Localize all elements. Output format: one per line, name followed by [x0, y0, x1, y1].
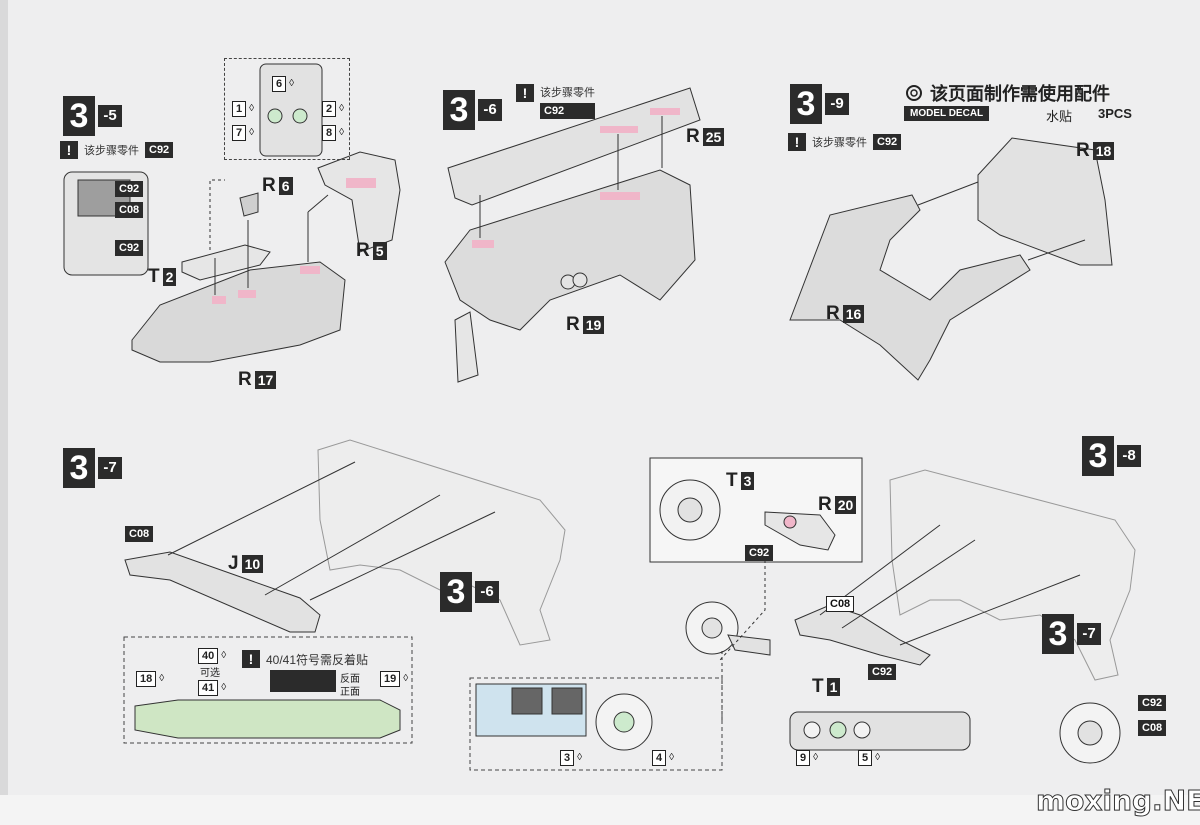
- water-drop-icon: ◊: [875, 752, 881, 763]
- model-decal-badge: MODEL DECAL: [904, 106, 990, 121]
- step-3-7: 3 -7: [63, 448, 122, 488]
- decal-40: 40◊: [198, 648, 226, 664]
- page-binding-edge: [0, 0, 8, 825]
- gear-icon: [906, 85, 922, 101]
- step-3-9: 3 -9: [790, 84, 849, 124]
- decal-7: 7◊: [232, 125, 254, 141]
- note-step-parts-3-9: ! 该步骤零件 C92: [788, 133, 902, 151]
- water-drop-icon: ◊: [221, 682, 227, 693]
- decal-4: 4◊: [652, 750, 674, 766]
- label-optional: 可选: [200, 668, 220, 679]
- code-c08-j10: C08: [125, 526, 154, 542]
- water-drop-icon: ◊: [339, 103, 345, 114]
- decal-19: 19◊: [380, 671, 408, 687]
- watermark: moxing.NET: [1035, 784, 1200, 818]
- code-c08-wheel: C08: [1138, 720, 1167, 736]
- step-ref-3-6: 3 -6: [440, 572, 499, 612]
- decal-1: 1◊: [232, 101, 254, 117]
- decal-6: 6◊: [272, 76, 294, 92]
- step-ref-3-7: 3 -7: [1042, 614, 1101, 654]
- water-drop-icon: ◊: [339, 127, 345, 138]
- decal-9: 9◊: [796, 750, 818, 766]
- water-drop-icon: ◊: [249, 127, 255, 138]
- code-c92-t1: C92: [868, 664, 897, 680]
- label-front: 正面: [340, 687, 360, 698]
- decal-8: 8◊: [322, 125, 344, 141]
- water-drop-icon: ◊: [577, 752, 583, 763]
- water-drop-icon: ◊: [289, 78, 295, 89]
- note-decal-reverse: ! 40/41符号需反着贴: [242, 650, 368, 668]
- code-c08-a: C08: [115, 202, 144, 218]
- step-3-6: 3 -6: [443, 90, 502, 130]
- decal-sample-strip: [270, 670, 336, 692]
- pcs-count: 3PCS: [1098, 106, 1132, 121]
- decal-5: 5◊: [858, 750, 880, 766]
- water-drop-icon: ◊: [249, 103, 255, 114]
- code-c92-wheel: C92: [1138, 695, 1167, 711]
- bottom-strip: [0, 795, 1200, 825]
- note-step-parts-3-6: ! 该步骤零件 C92: [516, 84, 595, 119]
- water-drop-icon: ◊: [403, 673, 409, 684]
- decal-41: 41◊: [198, 680, 226, 696]
- exclamation-icon: !: [516, 84, 534, 102]
- decal-18: 18◊: [136, 671, 164, 687]
- water-drop-icon: ◊: [159, 673, 165, 684]
- step-3-8: 3 -8: [1082, 436, 1141, 476]
- accessory-header: 该页面制作需使用配件: [904, 80, 1110, 106]
- water-drop-icon: ◊: [813, 752, 819, 763]
- note-step-parts-3-5: ! 该步骤零件 C92: [60, 141, 174, 159]
- water-drop-icon: ◊: [221, 650, 227, 661]
- water-decal-label: 水贴: [1046, 109, 1073, 124]
- exclamation-icon: !: [242, 650, 260, 668]
- code-c92-r20: C92: [745, 545, 774, 561]
- code-c92-a: C92: [115, 181, 144, 197]
- exclamation-icon: !: [788, 133, 806, 151]
- decal-inset-3-5: [224, 58, 350, 160]
- decal-3: 3◊: [560, 750, 582, 766]
- code-c92-b: C92: [115, 240, 144, 256]
- exclamation-icon: !: [60, 141, 78, 159]
- step-3-5: 3 -5: [63, 96, 122, 136]
- label-reverse: 反面: [340, 674, 360, 685]
- water-drop-icon: ◊: [669, 752, 675, 763]
- decal-2: 2◊: [322, 101, 344, 117]
- code-c08-t1: C08: [826, 596, 855, 612]
